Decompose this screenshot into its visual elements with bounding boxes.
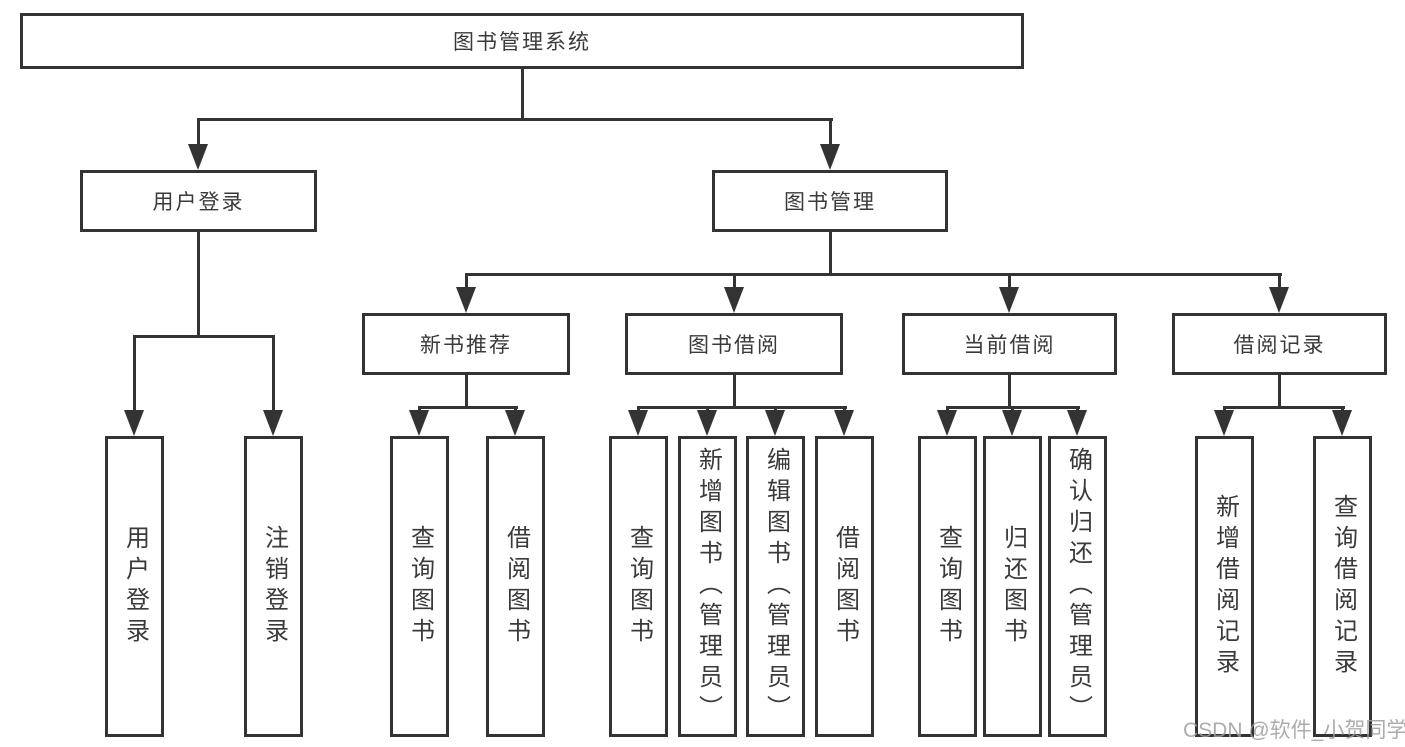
leaf-borrow-query: 查询图书 xyxy=(609,436,668,737)
edge-line xyxy=(733,273,736,291)
arrowhead-icon xyxy=(724,287,744,313)
node-book-management: 图书管理 xyxy=(712,170,948,232)
arrowhead-icon xyxy=(124,410,144,436)
node-library-system: 图书管理系统 xyxy=(20,13,1024,69)
node-label: 图书管理系统 xyxy=(453,31,591,54)
node-current-borrow: 当前借阅 xyxy=(902,313,1117,375)
leaf-label: 查询图书 xyxy=(934,524,962,649)
arrowhead-icon xyxy=(820,144,840,170)
leaf-label: 注销登录 xyxy=(260,524,288,649)
node-label: 新书推荐 xyxy=(420,334,512,357)
arrowhead-icon xyxy=(628,410,648,436)
arrowhead-icon xyxy=(263,410,283,436)
node-label: 图书借阅 xyxy=(688,334,780,357)
node-new-book-recommend: 新书推荐 xyxy=(362,313,570,375)
arrowhead-icon xyxy=(188,144,208,170)
arrowhead-icon xyxy=(456,287,476,313)
leaf-label: 编辑图书（管理员） xyxy=(762,447,790,726)
leaf-label: 新增图书（管理员） xyxy=(694,447,722,726)
edge-line xyxy=(637,406,847,409)
edge-line xyxy=(197,118,200,148)
leaf-label: 新增借阅记录 xyxy=(1211,493,1239,680)
edge-line xyxy=(1008,273,1011,291)
leaf-borrow-edit-admin: 编辑图书（管理员） xyxy=(746,436,805,737)
edge-line xyxy=(465,273,1282,276)
arrowhead-icon xyxy=(697,410,717,436)
csdn-watermark: CSDN @软件_小贺同学 xyxy=(1183,719,1405,742)
edge-line xyxy=(133,335,136,412)
edge-line xyxy=(1278,375,1281,409)
edge-line xyxy=(133,335,275,338)
arrowhead-icon xyxy=(765,410,785,436)
edge-line xyxy=(1223,406,1345,409)
edge-line xyxy=(733,375,736,409)
leaf-borrow-book: 借阅图书 xyxy=(815,436,874,737)
leaf-user-login: 用户登录 xyxy=(105,436,164,737)
node-label: 图书管理 xyxy=(784,191,876,214)
leaf-label: 查询借阅记录 xyxy=(1329,493,1357,680)
arrowhead-icon xyxy=(834,410,854,436)
node-borrow-records: 借阅记录 xyxy=(1172,313,1387,375)
edge-line xyxy=(465,375,468,409)
edge-line xyxy=(197,118,833,121)
edge-line xyxy=(272,335,275,412)
edge-line xyxy=(197,232,200,338)
leaf-label: 归还图书 xyxy=(999,524,1027,649)
node-user-login: 用户登录 xyxy=(80,170,317,232)
leaf-label: 借阅图书 xyxy=(502,524,530,649)
leaf-label: 查询图书 xyxy=(406,524,434,649)
arrowhead-icon xyxy=(505,410,525,436)
leaf-label: 查询图书 xyxy=(625,524,653,649)
node-label: 用户登录 xyxy=(152,191,245,214)
leaf-borrow-add-admin: 新增图书（管理员） xyxy=(678,436,737,737)
leaf-logout: 注销登录 xyxy=(244,436,303,737)
leaf-newbook-borrow: 借阅图书 xyxy=(486,436,545,737)
edge-line xyxy=(1008,375,1011,409)
leaf-label: 借阅图书 xyxy=(831,524,859,649)
arrowhead-icon xyxy=(1214,410,1234,436)
arrowhead-icon xyxy=(1332,410,1352,436)
leaf-records-query: 查询借阅记录 xyxy=(1313,436,1372,737)
leaf-current-confirm-admin: 确认归还（管理员） xyxy=(1048,436,1107,737)
edge-line xyxy=(1278,273,1281,291)
leaf-current-return: 归还图书 xyxy=(983,436,1042,737)
leaf-current-query: 查询图书 xyxy=(918,436,977,737)
arrowhead-icon xyxy=(1067,410,1087,436)
edge-line xyxy=(829,118,832,148)
edge-line xyxy=(829,232,832,276)
edge-line xyxy=(521,68,524,121)
leaf-newbook-query: 查询图书 xyxy=(390,436,449,737)
arrowhead-icon xyxy=(1269,287,1289,313)
leaf-records-add: 新增借阅记录 xyxy=(1195,436,1254,737)
leaf-label: 用户登录 xyxy=(121,524,149,649)
node-label: 当前借阅 xyxy=(963,334,1056,357)
arrowhead-icon xyxy=(409,410,429,436)
node-label: 借阅记录 xyxy=(1233,334,1326,357)
edge-line xyxy=(465,273,468,291)
arrowhead-icon xyxy=(999,287,1019,313)
arrowhead-icon xyxy=(937,410,957,436)
edge-line xyxy=(418,406,518,409)
leaf-label: 确认归还（管理员） xyxy=(1064,447,1092,726)
arrowhead-icon xyxy=(1002,410,1022,436)
node-book-borrow: 图书借阅 xyxy=(625,313,843,375)
